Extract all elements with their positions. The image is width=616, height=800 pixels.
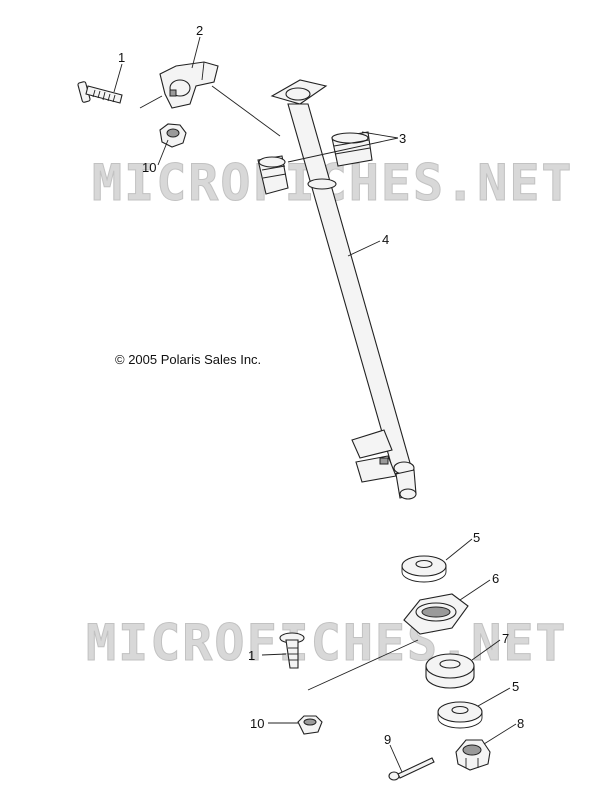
bolt-lower [279,632,305,669]
spacer [425,653,475,689]
callout-10-top: 10 [142,160,156,175]
callout-4: 4 [382,232,389,247]
callout-2: 2 [196,23,203,38]
watermark-bottom: MICROFICHES.NET [86,614,568,672]
castle-nut [455,739,491,771]
callout-1-top: 1 [118,50,125,65]
cotter-pin [388,757,435,781]
callout-1-lower: 1 [248,648,255,663]
callout-3: 3 [399,131,406,146]
bushing-left [257,155,289,195]
clamp-bracket [159,61,219,109]
callout-10-lower: 10 [250,716,264,731]
callout-8: 8 [517,716,524,731]
washer-lower [437,701,483,729]
callout-5-lower: 5 [512,679,519,694]
nut-lower [297,715,323,735]
callout-6: 6 [492,571,499,586]
bushing-right [331,131,373,167]
bearing-housing [403,593,469,635]
bolt-top [77,81,123,104]
steering-post [270,79,417,500]
nut-top [159,123,187,148]
callout-7: 7 [502,631,509,646]
callout-5-upper: 5 [473,530,480,545]
callout-9: 9 [384,732,391,747]
washer-upper [401,555,447,583]
copyright-text: © 2005 Polaris Sales Inc. [115,352,261,367]
